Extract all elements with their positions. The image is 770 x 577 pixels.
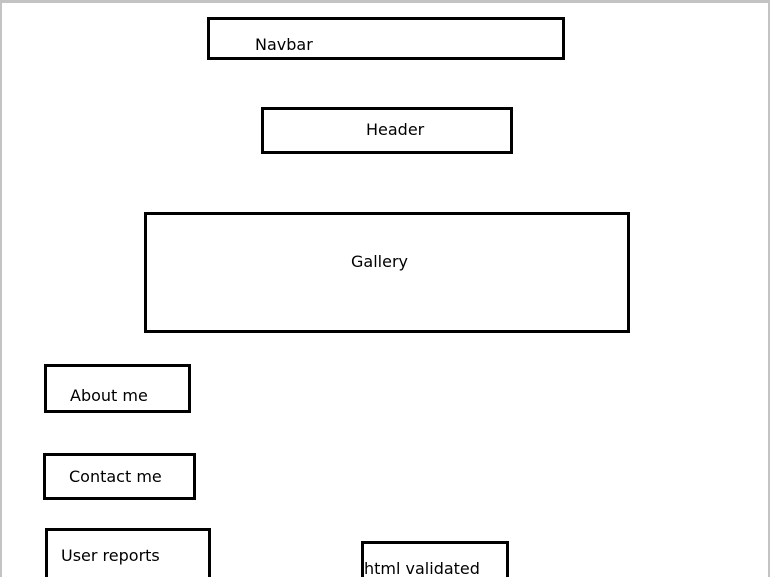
user-reports-box: User reports <box>45 528 211 577</box>
navbar-box: Navbar <box>207 17 565 60</box>
gallery-box: Gallery <box>144 212 630 333</box>
header-label: Header <box>366 120 425 139</box>
contact-me-label: Contact me <box>69 467 162 486</box>
header-box: Header <box>261 107 513 154</box>
user-reports-label: User reports <box>61 546 160 565</box>
html-validated-label: html validated <box>364 559 480 577</box>
contact-me-box: Contact me <box>43 453 196 500</box>
gallery-label: Gallery <box>351 252 408 271</box>
navbar-label: Navbar <box>255 35 313 54</box>
html-validated-box: html validated <box>361 541 509 577</box>
about-me-label: About me <box>70 386 148 405</box>
about-me-box: About me <box>44 364 191 413</box>
